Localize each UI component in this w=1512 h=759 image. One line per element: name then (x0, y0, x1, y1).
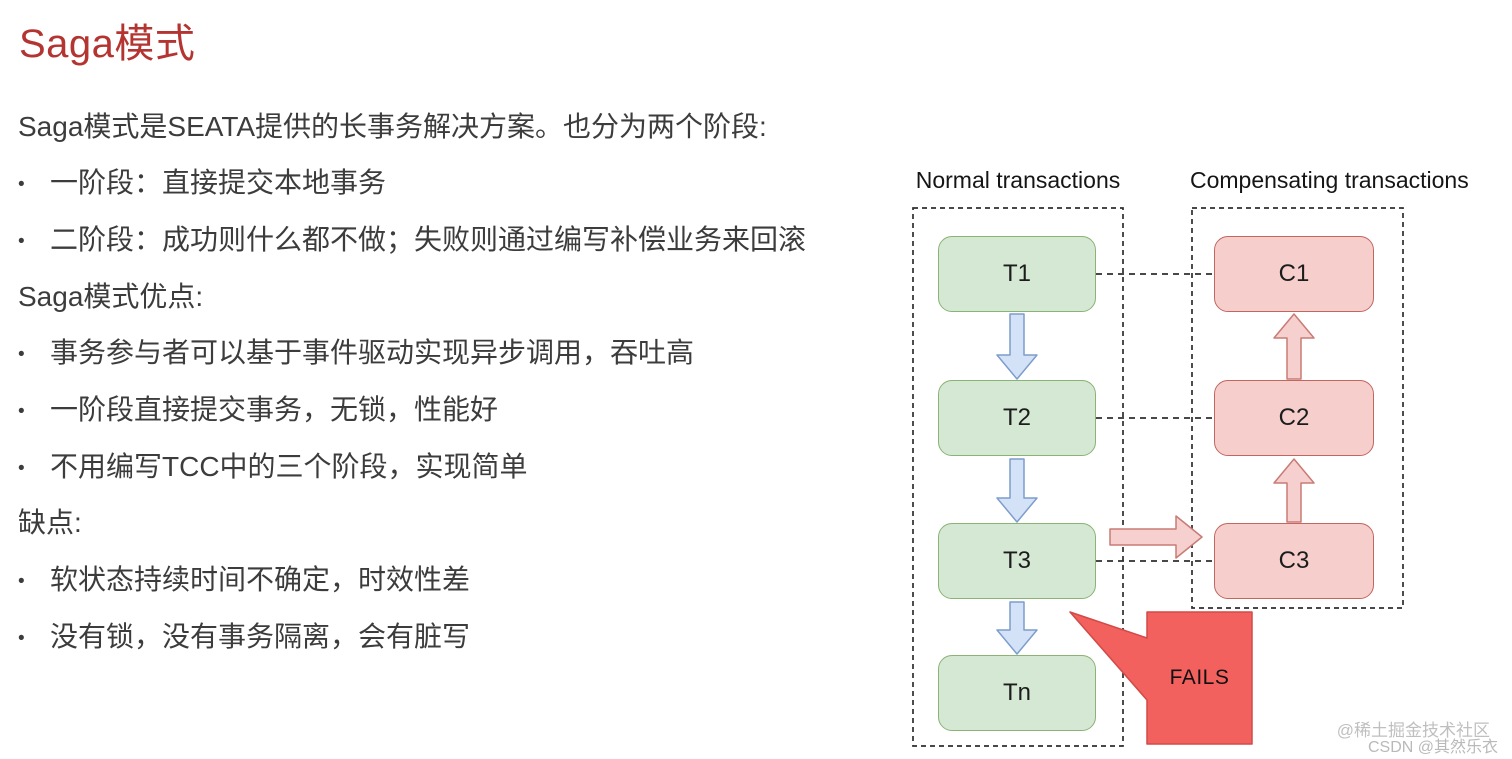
node-c3: C3 (1214, 523, 1374, 599)
fails-label: FAILS (1169, 666, 1230, 689)
advantages-heading-text: Saga模式优点: (18, 281, 204, 312)
advantage-3: 不用编写TCC中的三个阶段，实现简单 (50, 451, 528, 482)
watermark-csdn: CSDN @其然乐衣 (1367, 739, 1498, 756)
bullet-marker: • (18, 401, 25, 422)
list-item: • 事务参与者可以基于事件驱动实现异步调用，吞吐高 (18, 336, 694, 370)
disadvantage-2: 没有锁，没有事务隔离，会有脏写 (50, 621, 471, 652)
disadvantage-1: 软状态持续时间不确定，时效性差 (50, 564, 471, 595)
bullet-marker: • (18, 174, 25, 195)
node-t2: T2 (938, 380, 1096, 456)
node-tn: Tn (938, 655, 1096, 731)
page-title: Saga模式 (19, 22, 196, 66)
list-item: • 没有锁，没有事务隔离，会有脏写 (18, 620, 470, 654)
arrow-t3-c3 (1109, 515, 1203, 559)
list-item: • 不用编写TCC中的三个阶段，实现简单 (18, 450, 528, 484)
advantages-heading: Saga模式优点: (18, 280, 203, 314)
intro-text: Saga模式是SEATA提供的长事务解决方案。也分为两个阶段: (18, 111, 767, 142)
phase-bullet-1: 一阶段：直接提交本地事务 (50, 167, 387, 198)
list-item: • 一阶段：直接提交本地事务 (18, 166, 386, 200)
bullet-marker: • (18, 458, 25, 479)
arrow-t1-t2 (996, 313, 1038, 380)
bullet-marker: • (18, 571, 25, 592)
bullet-marker: • (18, 344, 25, 365)
bullet-marker: • (18, 628, 25, 649)
arrow-t2-t3 (996, 458, 1038, 523)
list-item: • 二阶段：成功则什么都不做；失败则通过编写补偿业务来回滚 (18, 223, 806, 257)
disadvantages-heading: 缺点: (18, 506, 82, 540)
node-t3: T3 (938, 523, 1096, 599)
intro-line: Saga模式是SEATA提供的长事务解决方案。也分为两个阶段: (18, 110, 767, 144)
node-t1: T1 (938, 236, 1096, 312)
list-item: • 软状态持续时间不确定，时效性差 (18, 563, 470, 597)
bullet-marker: • (18, 231, 25, 252)
arrow-t3-tn (996, 601, 1038, 655)
list-item: • 一阶段直接提交事务，无锁，性能好 (18, 393, 498, 427)
compensating-transactions-title: Compensating transactions (1190, 167, 1469, 193)
phase-bullet-2: 二阶段：成功则什么都不做；失败则通过编写补偿业务来回滚 (50, 224, 807, 255)
arrow-c3-c2 (1273, 458, 1315, 523)
arrow-c2-c1 (1273, 313, 1315, 380)
advantage-2: 一阶段直接提交事务，无锁，性能好 (50, 394, 499, 425)
watermark-juejin: @稀土掘金技术社区 (1336, 721, 1490, 740)
node-c2: C2 (1214, 380, 1374, 456)
node-c1: C1 (1214, 236, 1374, 312)
disadvantages-heading-text: 缺点: (18, 507, 82, 538)
normal-transactions-title: Normal transactions (915, 167, 1121, 193)
advantage-1: 事务参与者可以基于事件驱动实现异步调用，吞吐高 (50, 337, 695, 368)
